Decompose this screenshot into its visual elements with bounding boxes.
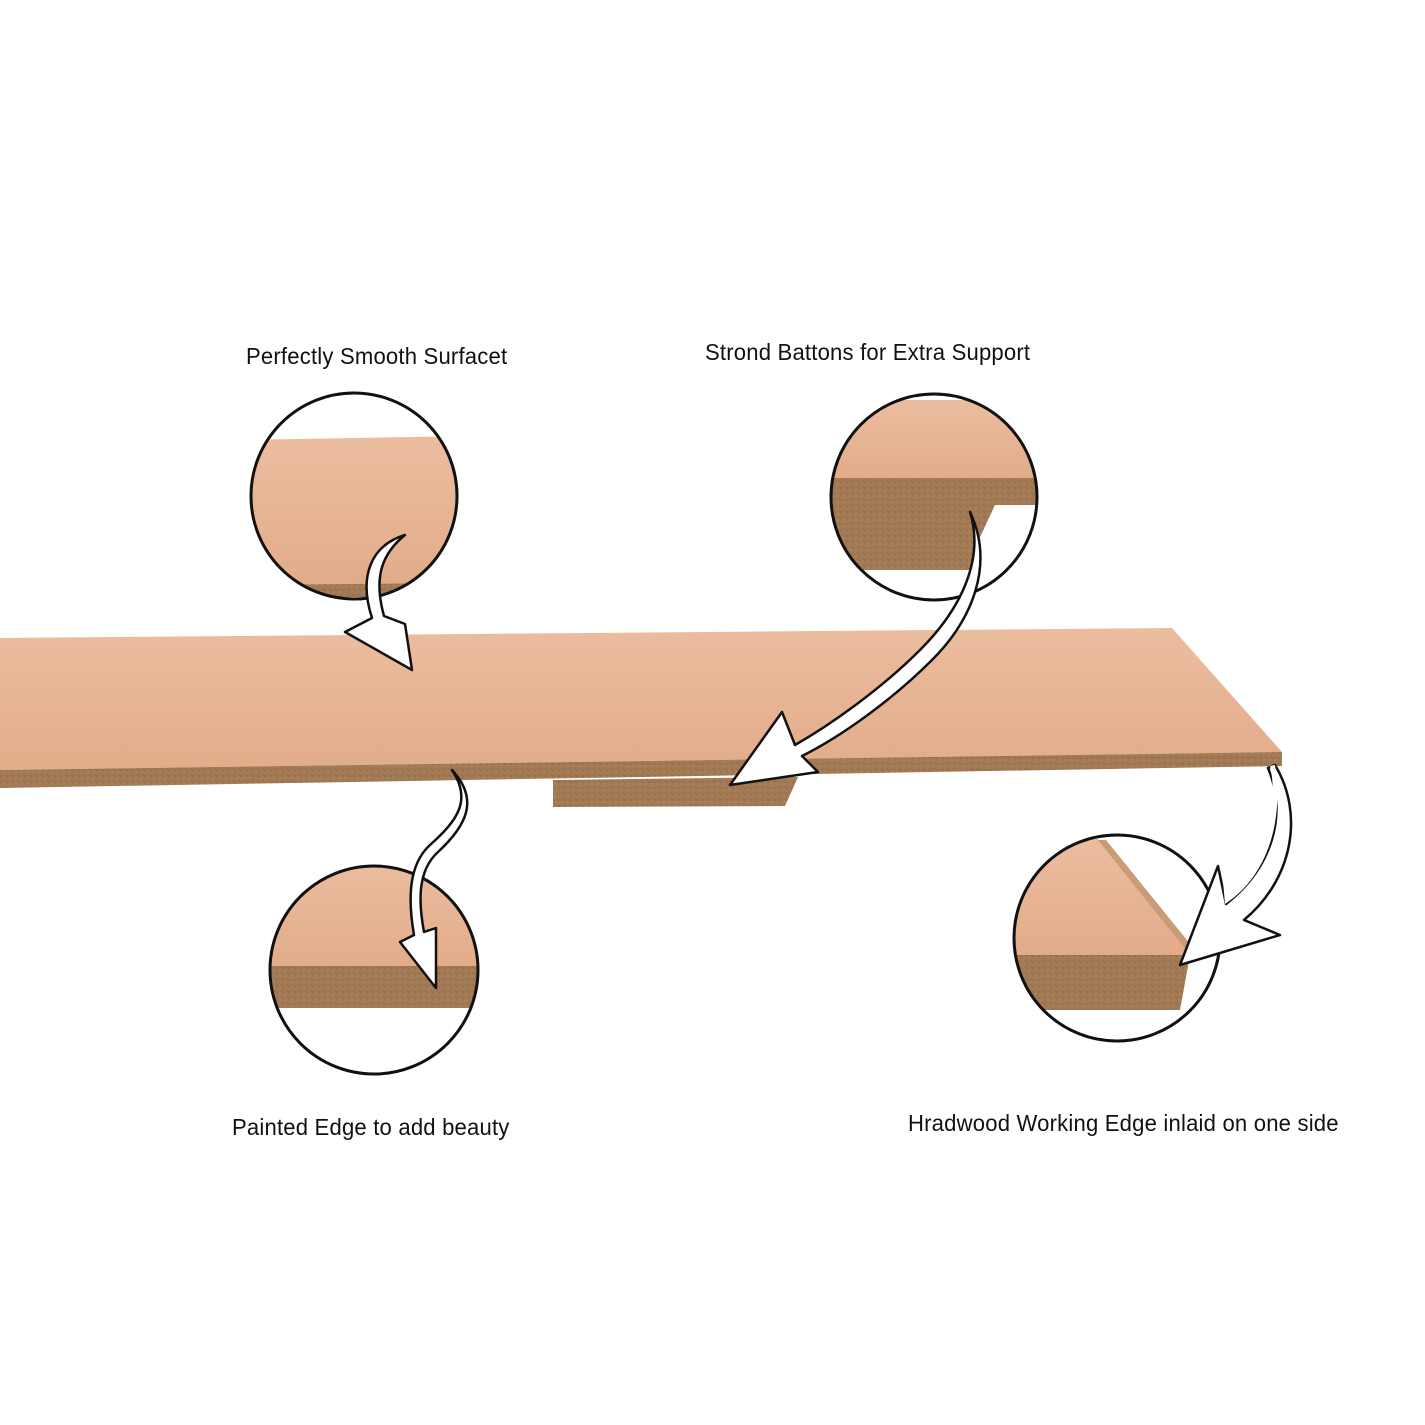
- board-top-surface: [0, 628, 1282, 770]
- callout-circle-battons: [829, 392, 1039, 602]
- callout-label-hardwood-edge: Hradwood Working Edge inlaid on one side: [908, 1110, 1339, 1136]
- arrow-smooth: [343, 533, 414, 672]
- callout-circle-hardwood: [1012, 833, 1222, 1043]
- callout-circle-smooth: [249, 391, 459, 601]
- callout-label-battons: Strond Battons for Extra Support: [705, 339, 1031, 365]
- callout-label-painted-edge: Painted Edge to add beauty: [232, 1114, 510, 1140]
- arrow-painted: [398, 768, 469, 990]
- main-board: [0, 628, 1282, 807]
- callout-label-smooth-surface: Perfectly Smooth Surfacet: [246, 343, 508, 369]
- arrow-hardwood: [1178, 763, 1293, 967]
- callout-circle-painted: [268, 864, 480, 1076]
- arrow-battons: [728, 510, 982, 787]
- board-front-edge: [0, 752, 1282, 788]
